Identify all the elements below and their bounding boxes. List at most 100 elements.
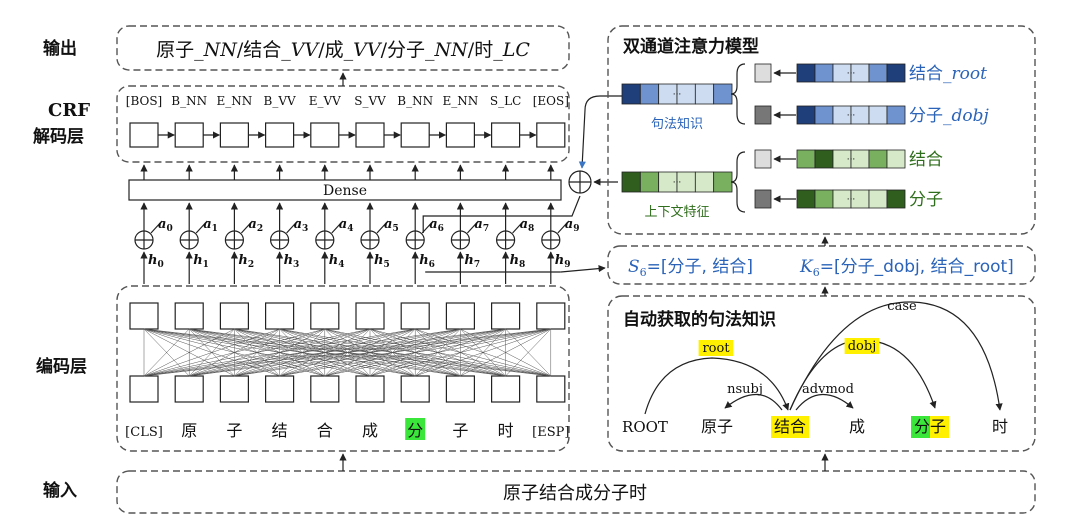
encoder-top-node [536,302,566,330]
output-word: 分子 [387,39,425,61]
encoder-bottom-node [491,375,521,403]
attention-weight: a2 [248,217,263,234]
gate-cell [754,63,772,83]
hidden-state: h0 [148,253,164,270]
vector-cell [639,171,660,193]
encoder-bottom-node [265,375,295,403]
encoder-top-node [400,302,430,330]
decoder-label: 解码层 [33,126,84,147]
output-tag: _NN [194,39,238,61]
gate-cell [754,149,772,169]
hidden-state: h6 [419,253,435,270]
crf-node [355,122,385,148]
syntax-token: 原子 [701,417,733,436]
input-token: 成 [362,421,378,440]
crf-tag: B_VV [264,94,296,108]
highlight-head-word [771,416,809,438]
encoder-layer: [CLS]原子结合成分子时[ESP] [125,302,569,440]
vector-cell [814,189,834,209]
input-sentence: 原子结合成分子时 [503,483,647,504]
knowledge-sets-box [607,245,1036,285]
crf-label: CRF [48,100,90,121]
syntax-token: 成 [849,417,865,436]
input-token: 分 [407,421,423,440]
attention-weight: a9 [565,217,580,234]
context-vector: ··· [621,171,733,193]
arc-label-highlight [844,338,880,354]
vector-cell [886,149,906,169]
syntax-token: 结合 [774,417,806,436]
encoder-bottom-node [400,375,430,403]
encoder-top-node [219,302,249,330]
crf-node [400,122,430,148]
encoder-top-node [310,302,340,330]
self-attention-link [143,328,190,377]
output-tag: _LC [493,39,530,61]
crf-tag: B_NN [397,94,433,108]
attention-weight: a6 [429,217,444,234]
output-separator: / [468,39,475,61]
highlight-dependent-char [930,416,949,438]
input-box [116,470,1036,514]
output-word: 成 [325,39,344,61]
syntax-brace [730,63,746,125]
self-attention-link [279,328,551,377]
encoder-top-node [129,302,159,330]
output-word: 原子 [156,39,194,61]
crf-tag: [BOS] [126,94,162,108]
context-item-label: 分子 [909,190,943,210]
dependency-label: dobj [848,339,877,354]
crf-node [174,122,204,148]
encoder-top-node [491,302,521,330]
hidden-state: h9 [555,253,571,270]
vector-cell [621,171,641,193]
vector-cell [796,63,816,83]
self-attention-link [143,328,416,377]
highlight-target-char [911,416,930,438]
self-attention-link [143,328,280,377]
syntax-item-vector: ··· [796,105,906,125]
dense-layer [128,179,562,201]
crf-node [536,122,566,148]
syntax-to-fusion-arrow [578,95,622,169]
dependency-arc [789,301,1003,411]
encoder-bottom-node [310,375,340,403]
output-label: 输出 [43,38,77,59]
attention-input-arrow [286,220,299,234]
hidden-state: h5 [374,253,390,270]
crf-node [129,122,159,148]
attention-input-arrow [466,220,479,234]
gate-cell [754,105,772,125]
vector-cell [868,105,888,125]
self-attention-link [234,328,551,377]
crf-tag: S_VV [354,94,386,108]
hidden-state: h7 [464,253,480,270]
encoder-bottom-node [445,375,475,403]
vector-cell [796,149,816,169]
attention-weight: a8 [520,217,535,234]
syntax-label: 句法知识 [651,116,703,132]
hidden-state: h8 [510,253,526,270]
output-word: 时 [474,39,493,61]
dependency-label: nsubj [727,382,763,397]
vector-cell [621,83,641,105]
hidden-state: h2 [238,253,254,270]
encoder-top-node [265,302,295,330]
oplus-to-dense-route [422,195,581,233]
self-attention-link [460,328,551,377]
output-separator: / [381,39,388,61]
encoder-label: 编码层 [36,356,87,377]
dual-channel-contents: ···句法知识···上下文特征···结合_root···分子_dobj···结合… [621,63,989,220]
crf-tag: S_LC [490,94,521,108]
dual-channel-box [607,25,1036,235]
hidden-state: h1 [193,253,209,270]
arc-label-highlight [698,340,734,356]
crf-tag: E_VV [309,94,341,108]
attention-input-arrow [512,220,525,234]
input-token: 原 [181,421,197,440]
output-separator: / [318,39,325,61]
vector-cell [796,189,816,209]
highlight-target-char [405,418,426,440]
